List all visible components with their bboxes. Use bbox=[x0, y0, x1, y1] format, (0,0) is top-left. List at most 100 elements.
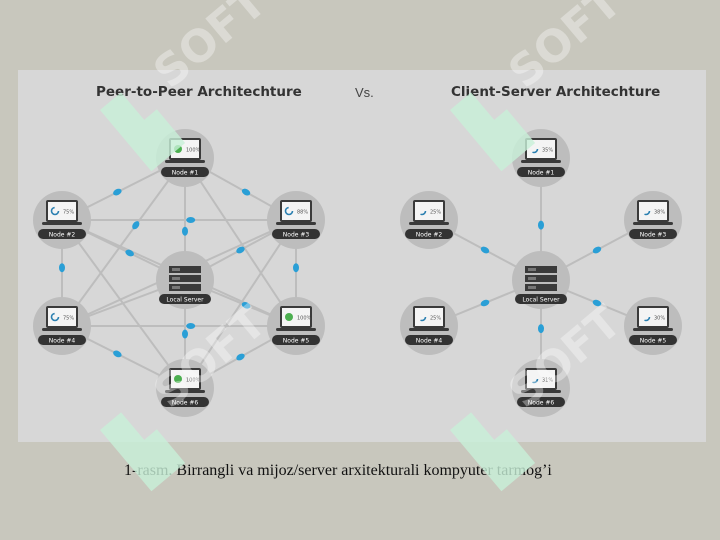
node: 100%Node #1 bbox=[156, 129, 214, 187]
connection-line bbox=[61, 157, 186, 327]
server-slot bbox=[528, 277, 536, 280]
laptop-base bbox=[42, 328, 82, 331]
node-label-pill bbox=[272, 229, 320, 239]
node-status: 30% bbox=[654, 316, 665, 322]
node-status: 75% bbox=[63, 210, 74, 216]
server-rack bbox=[525, 266, 557, 273]
progress-icon bbox=[417, 206, 427, 216]
server-rack bbox=[525, 275, 557, 282]
node-label: Node #2 bbox=[49, 231, 76, 238]
laptop-base bbox=[276, 328, 316, 331]
node-status: 31% bbox=[542, 378, 553, 384]
check-icon bbox=[285, 313, 293, 321]
connection-line bbox=[184, 157, 297, 327]
laptop-display bbox=[415, 202, 443, 220]
laptop-base bbox=[521, 160, 561, 163]
data-packet bbox=[113, 188, 122, 196]
server-label-pill bbox=[515, 294, 567, 304]
check-icon bbox=[174, 145, 182, 153]
node-label: Node #5 bbox=[283, 337, 310, 344]
node: 30%Node #5 bbox=[624, 297, 682, 355]
node-label: Node #3 bbox=[640, 231, 667, 238]
progress-icon bbox=[284, 206, 294, 216]
node-label: Node #3 bbox=[283, 231, 310, 238]
laptop-display bbox=[48, 308, 76, 326]
server-rack bbox=[525, 284, 557, 291]
node: 25%Node #2 bbox=[400, 191, 458, 249]
server-rack bbox=[169, 266, 201, 273]
laptop-display bbox=[48, 202, 76, 220]
laptop-base bbox=[633, 328, 673, 331]
node: 75% Node #2 bbox=[33, 191, 91, 249]
data-packet bbox=[236, 246, 245, 254]
server-slot bbox=[172, 286, 180, 289]
data-packet bbox=[538, 220, 544, 230]
node-status: 100% bbox=[186, 378, 201, 384]
node-label: Node #4 bbox=[49, 337, 76, 344]
laptop-display bbox=[527, 370, 555, 388]
node-label: Node #4 bbox=[416, 337, 443, 344]
node-label-pill bbox=[272, 335, 320, 345]
figure-caption: 1-rasm. Birrangli va mijoz/server arxite… bbox=[124, 462, 552, 479]
node-label-pill bbox=[38, 335, 86, 345]
data-packet bbox=[125, 249, 134, 257]
laptop-base bbox=[165, 390, 205, 393]
server-label-pill bbox=[159, 294, 211, 304]
laptop-display bbox=[639, 308, 667, 326]
data-packet bbox=[182, 226, 188, 236]
diagram-canvas: 100%Node #175%Node #288%Node #375%Node #… bbox=[33, 129, 682, 417]
node-label-pill bbox=[405, 335, 453, 345]
server-label: Local Server bbox=[522, 296, 560, 303]
data-packet bbox=[592, 246, 602, 254]
data-packet bbox=[480, 299, 490, 307]
node-status: 35% bbox=[542, 148, 553, 154]
server-rack bbox=[169, 284, 201, 291]
node-status: 100% bbox=[297, 316, 312, 322]
data-packet bbox=[186, 217, 196, 223]
data-packet bbox=[59, 263, 65, 273]
node-status: 25% bbox=[430, 316, 441, 322]
node-status: 88% bbox=[297, 210, 308, 216]
progress-icon bbox=[417, 312, 427, 322]
node-status: 75% bbox=[63, 316, 74, 322]
laptop-base bbox=[409, 328, 449, 331]
data-packet bbox=[132, 221, 140, 230]
server-label: Local Server bbox=[166, 296, 204, 303]
node: 88% Node #3 bbox=[267, 191, 325, 249]
node-label: Node #2 bbox=[416, 231, 443, 238]
data-packet bbox=[113, 350, 122, 358]
node: 31%Node #6 bbox=[512, 359, 570, 417]
progress-icon bbox=[50, 206, 60, 216]
laptop-base bbox=[521, 390, 561, 393]
laptop-base bbox=[633, 222, 673, 225]
nodes: 100%Node #175%Node #288%Node #375%Node #… bbox=[33, 129, 682, 417]
server-slot bbox=[528, 268, 536, 271]
node-label-pill bbox=[629, 229, 677, 239]
client-server-title: Client-Server Architechture bbox=[451, 84, 661, 100]
data-packet bbox=[241, 302, 251, 309]
node: 100%Node #6 bbox=[156, 359, 214, 417]
progress-icon bbox=[50, 312, 60, 322]
data-packet bbox=[538, 324, 544, 334]
data-packet bbox=[186, 323, 196, 329]
data-packets bbox=[59, 188, 602, 361]
node-label-pill bbox=[161, 397, 209, 407]
progress-icon bbox=[641, 206, 651, 216]
node: 25% Node #4 bbox=[400, 297, 458, 355]
progress-icon bbox=[641, 312, 651, 322]
laptop-display bbox=[282, 308, 310, 326]
laptop-base bbox=[409, 222, 449, 225]
data-packet bbox=[480, 246, 490, 254]
server-rack bbox=[169, 275, 201, 282]
node: 75% Node #4 bbox=[33, 297, 91, 355]
node-label: Node #1 bbox=[528, 169, 555, 176]
laptop-base bbox=[42, 222, 82, 225]
data-packet bbox=[592, 299, 602, 307]
laptop-base bbox=[165, 160, 205, 163]
node: 38%Node #3 bbox=[624, 191, 682, 249]
check-icon bbox=[174, 375, 182, 383]
laptop-display bbox=[282, 202, 310, 220]
laptop-base bbox=[276, 222, 316, 225]
data-packet bbox=[236, 353, 245, 361]
